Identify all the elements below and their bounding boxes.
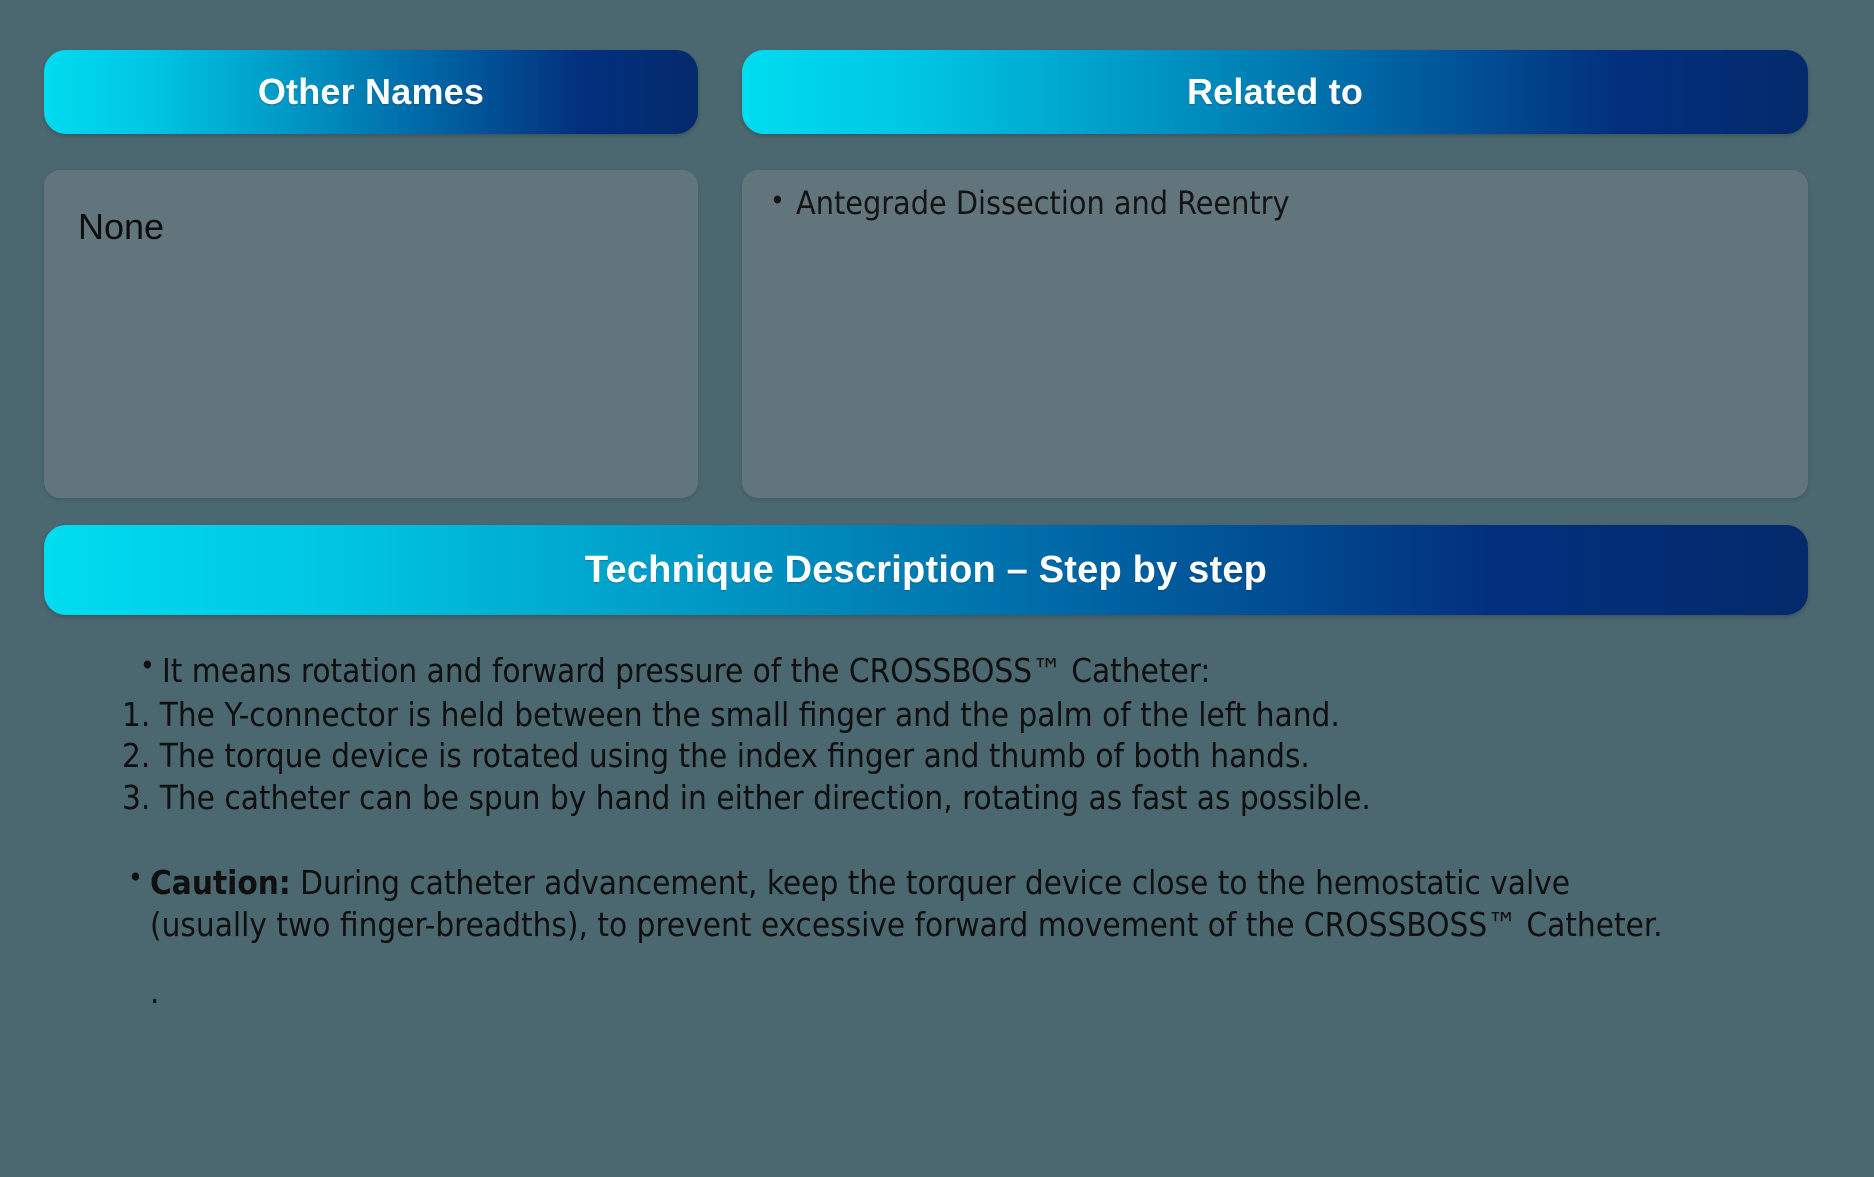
technique-step-3: 3. The catheter can be spun by hand in e… [122, 777, 1371, 817]
trailing-mark: . [150, 972, 160, 1012]
technique-step-1: 1. The Y-connector is held between the s… [122, 694, 1340, 734]
other-names-value: None [78, 206, 165, 247]
other-names-panel: None [44, 170, 698, 498]
caution-label: Caution: [150, 863, 291, 903]
technique-intro-bullet: It means rotation and forward pressure o… [134, 648, 1874, 692]
technique-description-header: Technique Description – Step by step [44, 525, 1808, 615]
technique-description-header-label: Technique Description – Step by step [584, 548, 1268, 591]
related-to-list: Antegrade Dissection and Reentry [770, 182, 1788, 225]
technique-body: It means rotation and forward pressure o… [0, 648, 1874, 1012]
related-to-header: Related to [742, 50, 1808, 134]
caution-text: During catheter advancement, keep the to… [150, 863, 1663, 944]
other-names-header: Other Names [44, 50, 698, 134]
list-item: Antegrade Dissection and Reentry [770, 182, 1788, 225]
technique-step-list: 1. The Y-connector is held between the s… [122, 694, 1874, 819]
related-to-panel: Antegrade Dissection and Reentry [742, 170, 1808, 498]
technique-step-2: 2. The torque device is rotated using th… [122, 736, 1310, 776]
related-to-header-label: Related to [1186, 71, 1364, 112]
caution-bullet: Caution: During catheter advancement, ke… [122, 860, 1670, 945]
other-names-header-label: Other Names [257, 71, 485, 112]
